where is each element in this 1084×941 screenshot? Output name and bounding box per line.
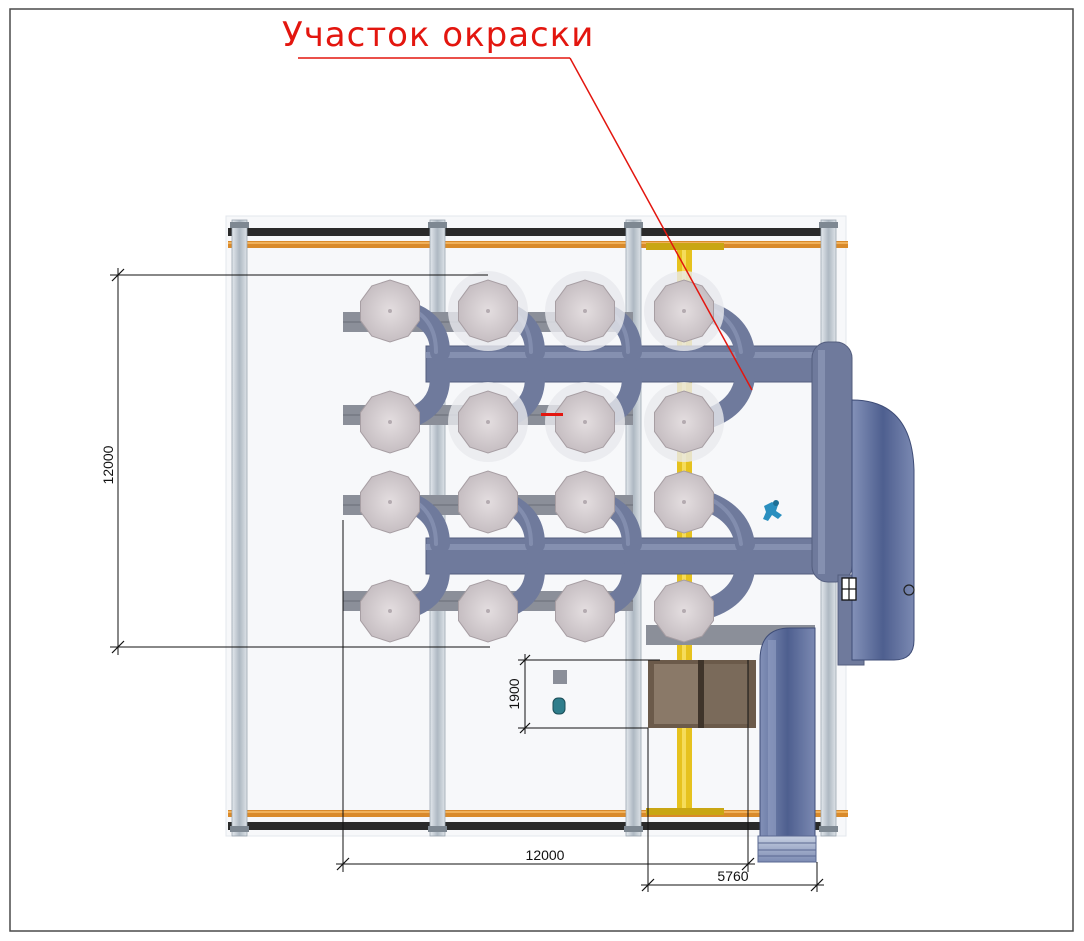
red-marker <box>541 413 563 416</box>
filter-hub <box>486 609 490 613</box>
filter-hub <box>583 609 587 613</box>
diagram-title: Участок окраски <box>282 15 594 55</box>
dim-label-1900: 1900 <box>506 678 522 709</box>
blower-outlet <box>757 835 817 863</box>
top-rail-orange <box>228 241 848 248</box>
filter-hub <box>682 420 686 424</box>
dimension-5760: 5760 <box>641 728 824 892</box>
paint-booth <box>648 660 756 728</box>
blower-unit <box>757 627 817 863</box>
filter-hub <box>583 420 587 424</box>
small-bucket <box>552 697 566 715</box>
filter-hub <box>486 500 490 504</box>
dim-label-vertical: 12000 <box>100 445 116 484</box>
filter-hub <box>583 500 587 504</box>
filter-hub <box>682 609 686 613</box>
dimension-vertical-12000: 12000 <box>100 268 490 655</box>
filter-hub <box>388 309 392 313</box>
bottom-rail-dark <box>228 822 832 830</box>
fan-housing <box>851 399 915 661</box>
title-callout: Участок окраски <box>282 15 753 391</box>
dimension-horizontal-12000: 12000 <box>336 520 755 872</box>
filter-hub <box>486 309 490 313</box>
dim-label-horizontal: 12000 <box>526 847 565 863</box>
dim-label-5760: 5760 <box>717 868 748 884</box>
filter-hub <box>682 500 686 504</box>
bottom-rail-orange <box>228 810 848 817</box>
operator-icon <box>763 500 782 521</box>
top-rail-dark <box>228 228 832 236</box>
small-box <box>553 670 567 684</box>
dimension-1900: 1900 <box>506 654 660 734</box>
filter-hub <box>388 420 392 424</box>
filter-hub <box>388 500 392 504</box>
panel-symbol <box>841 577 857 601</box>
filter-units <box>360 279 714 643</box>
filter-hub <box>388 609 392 613</box>
column-1 <box>231 219 248 837</box>
filter-hub <box>583 309 587 313</box>
filter-hub <box>682 309 686 313</box>
filter-hub <box>486 420 490 424</box>
